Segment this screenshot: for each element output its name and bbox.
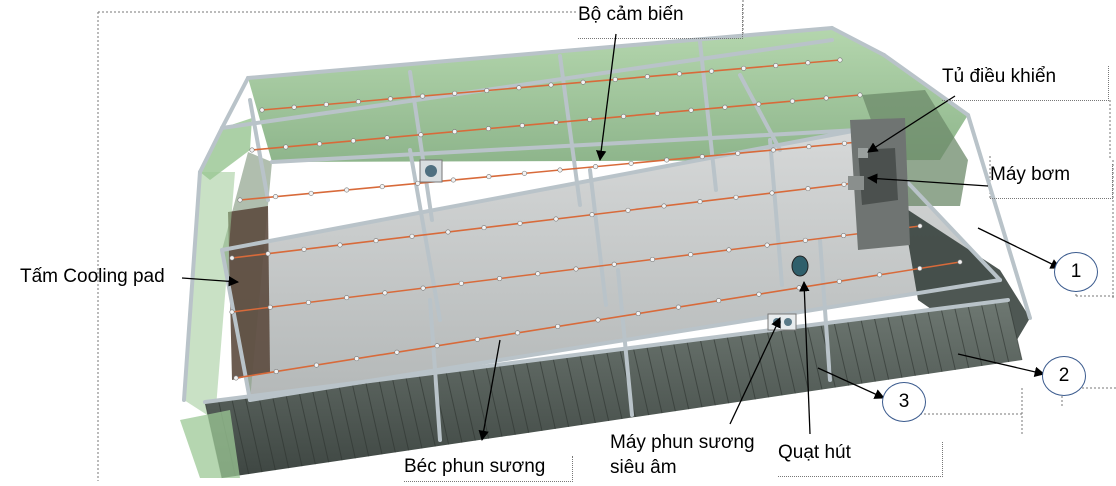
ultrasonic-mister [767,313,797,331]
steel-frame [182,26,1032,442]
label-exhaust-fan: Quạt hút [778,442,943,477]
front-roof-strip [180,410,240,478]
label-pump: Máy bơm [990,164,1113,199]
pump-unit [848,176,864,190]
callout-1: 1 [1054,252,1098,292]
exhaust-fan [791,255,809,277]
control-cabinet [850,118,910,250]
label-sensor: Bộ cảm biến [578,4,743,39]
fan-unit-left [419,159,443,183]
label-mist-nozzle: Béc phun sương [404,456,573,482]
label-control-cabinet: Tủ điều khiển [942,66,1109,101]
label-cooling-pad: Tấm Cooling pad [20,266,165,287]
front-wall [204,299,1023,479]
callout-2: 2 [1042,356,1086,396]
label-ultrasonic-mister: Máy phun sương siêu âm [610,430,755,480]
callout-3: 3 [882,382,926,422]
label-ultrasonic-mister-line2: siêu âm [610,457,677,478]
mist-nozzles [229,57,963,381]
label-ultrasonic-mister-line1: Máy phun sương [610,432,755,453]
cooling-pad-wall [228,206,270,380]
annotation-arrows [181,33,1061,442]
